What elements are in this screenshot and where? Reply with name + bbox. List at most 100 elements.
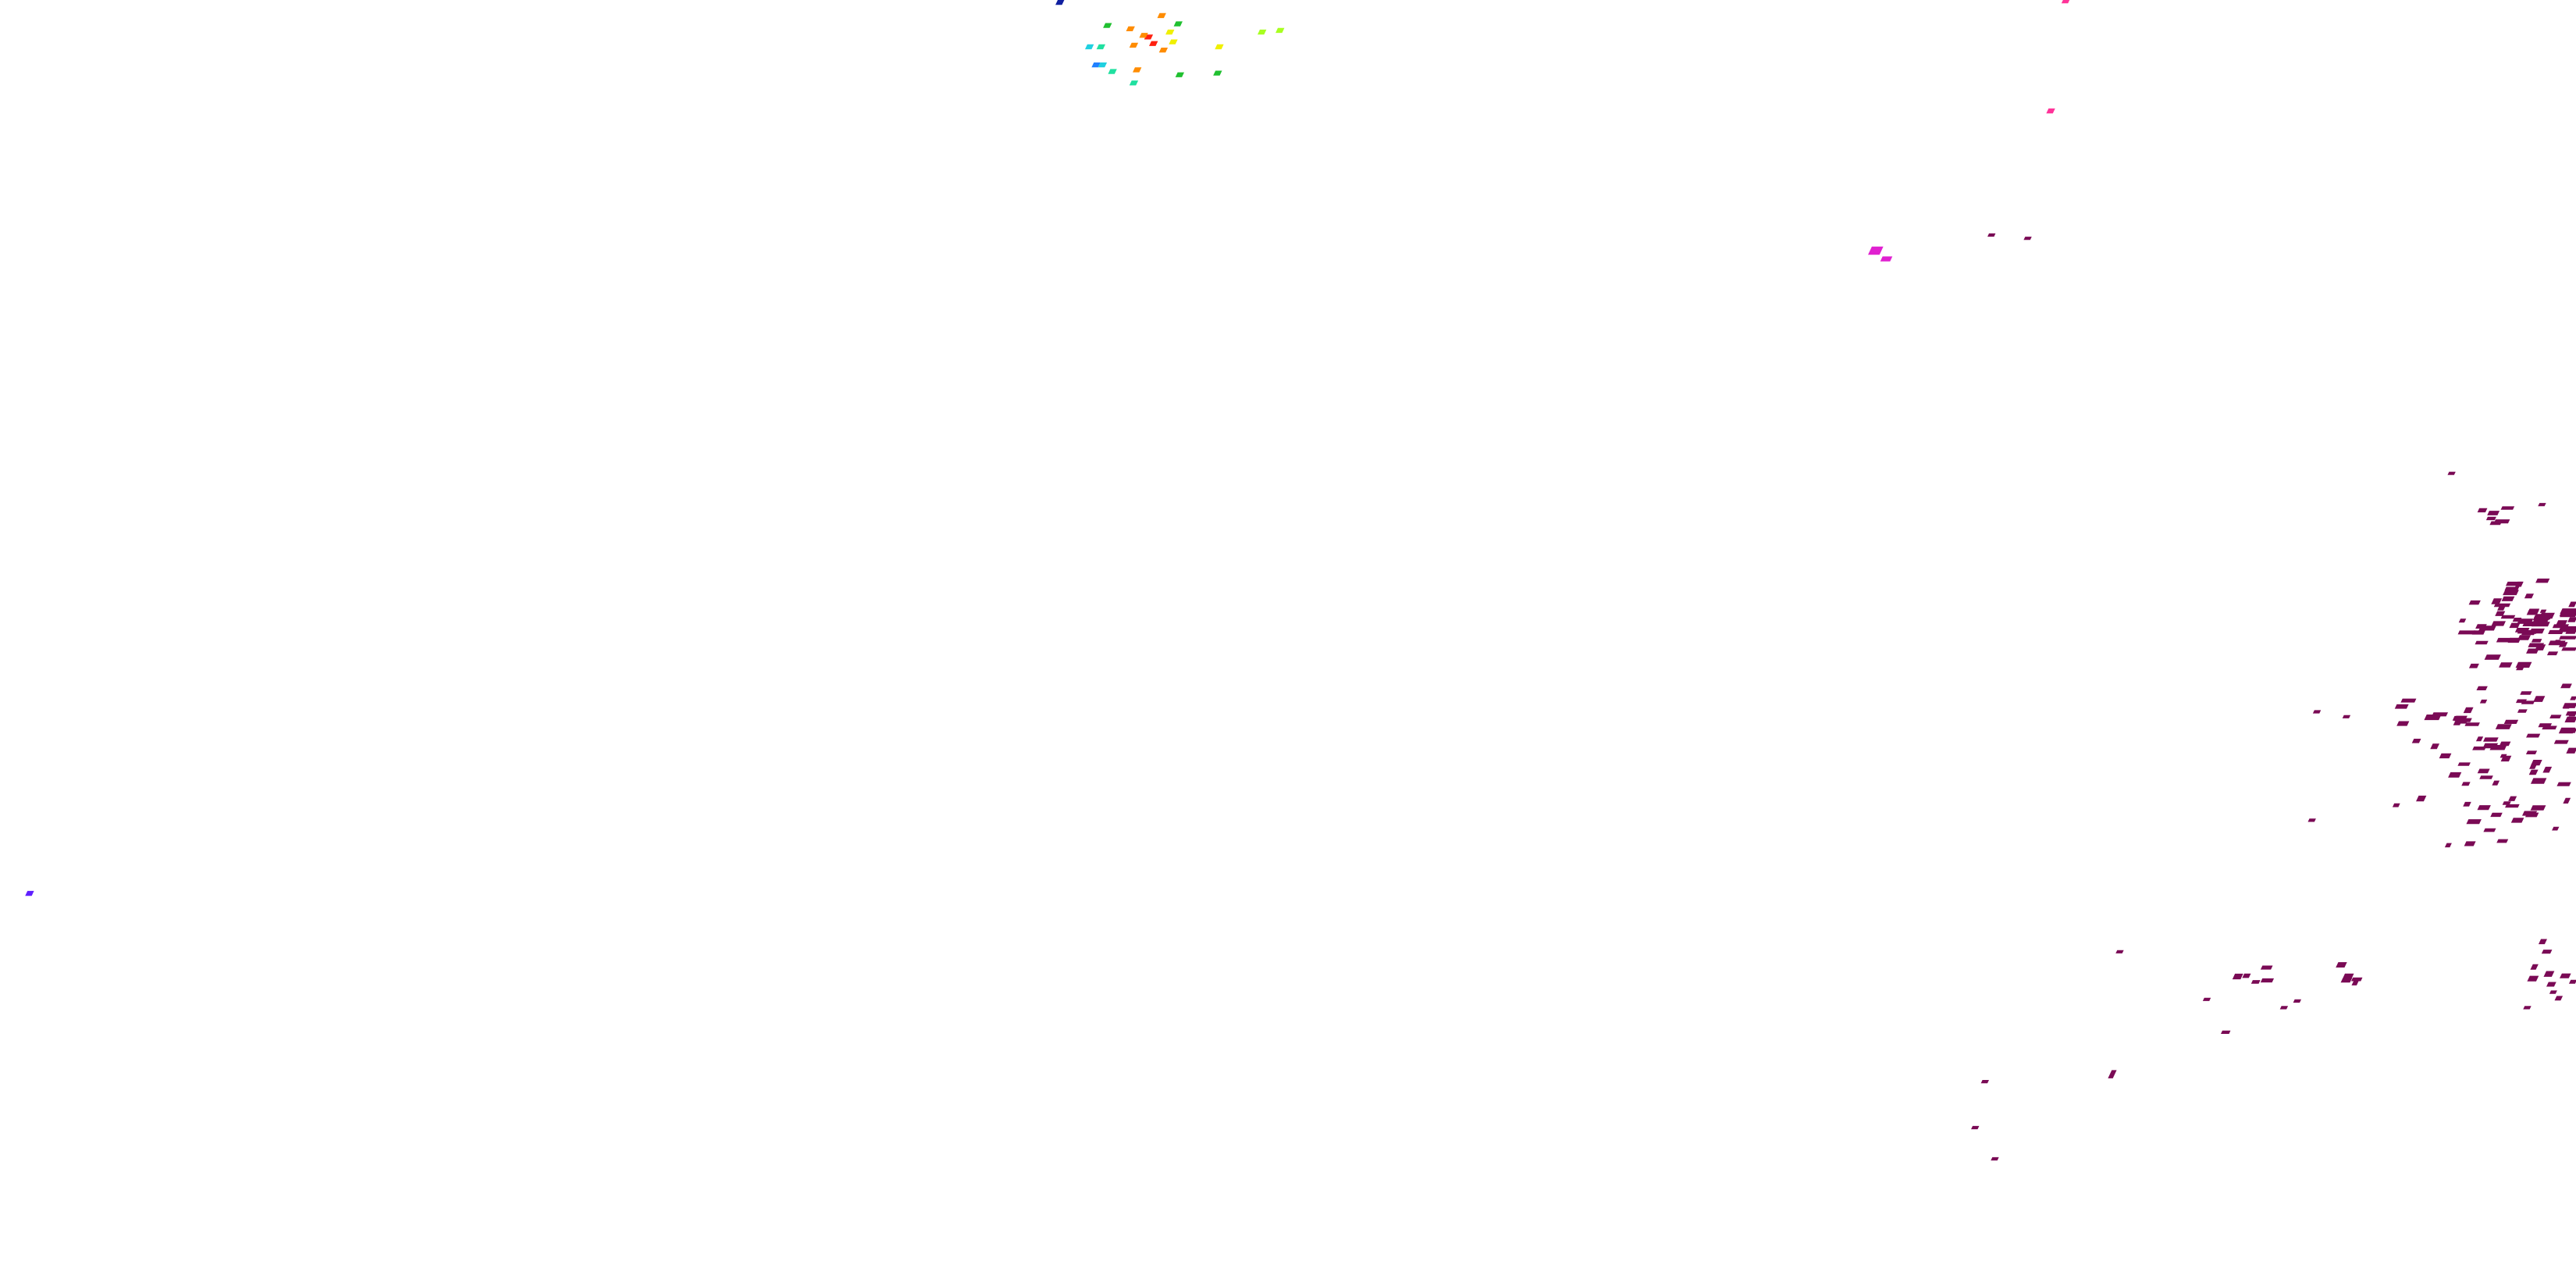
pink-speck xyxy=(2061,0,2070,4)
cluster-speck xyxy=(2491,621,2506,626)
cluster-speck xyxy=(2493,519,2510,524)
cluster-speck xyxy=(2549,715,2562,719)
cluster-speck xyxy=(2560,626,2576,631)
cluster-speck xyxy=(2530,964,2539,970)
cluster-speck xyxy=(2503,590,2519,596)
cluster-speck xyxy=(2560,973,2571,978)
colorful-speck xyxy=(1165,29,1175,35)
cluster-speck xyxy=(2552,826,2560,831)
cluster-speck xyxy=(2564,716,2576,723)
cluster-speck xyxy=(2457,630,2476,635)
cluster-speck xyxy=(2392,803,2400,807)
cluster-speck xyxy=(2567,617,2576,622)
cluster-speck xyxy=(2570,696,2576,700)
colorful-speck xyxy=(1257,29,1267,35)
cluster-speck xyxy=(2538,503,2546,507)
cluster-speck xyxy=(2350,977,2363,982)
cluster-speck xyxy=(2232,973,2243,980)
cluster-speck xyxy=(2491,598,2503,604)
cluster-speck xyxy=(2242,973,2251,978)
magenta-speck xyxy=(1880,256,1893,262)
cluster-speck xyxy=(2458,618,2467,623)
cluster-speck xyxy=(2505,804,2520,808)
cluster-speck xyxy=(2537,619,2548,625)
cluster-speck xyxy=(2521,700,2535,704)
cluster-speck xyxy=(2477,805,2491,811)
cluster-speck xyxy=(2411,739,2421,743)
cluster-speck xyxy=(2394,704,2409,709)
cluster-speck xyxy=(2535,644,2546,650)
cluster-speck xyxy=(2483,737,2499,742)
cluster-speck xyxy=(1971,1125,1980,1130)
cluster-speck xyxy=(2452,715,2464,721)
cluster-speck xyxy=(2500,615,2516,619)
colorful-speck xyxy=(1108,69,1117,74)
cluster-speck xyxy=(2250,980,2261,984)
cluster-speck xyxy=(2483,828,2496,832)
colorful-speck xyxy=(1126,26,1135,32)
cluster-speck xyxy=(2477,508,2488,513)
cluster-speck xyxy=(2566,747,2576,754)
cluster-speck xyxy=(2538,939,2547,945)
cluster-speck xyxy=(2476,686,2488,691)
cluster-speck xyxy=(2477,768,2490,774)
colorful-speck xyxy=(1169,39,1178,45)
cluster-speck xyxy=(2531,639,2542,643)
cluster-speck xyxy=(2520,691,2532,695)
cluster-speck xyxy=(2556,782,2571,786)
colorful-speck xyxy=(1175,72,1185,77)
cluster-speck xyxy=(2517,709,2528,713)
cluster-speck xyxy=(2463,707,2474,714)
cluster-speck xyxy=(2340,978,2353,983)
cluster-speck xyxy=(2559,636,2576,640)
cluster-speck xyxy=(2471,630,2485,635)
cluster-speck xyxy=(1987,233,1996,237)
cluster-speck xyxy=(2307,818,2316,822)
colorful-speck xyxy=(1091,62,1101,68)
cluster-speck xyxy=(2475,624,2487,629)
cluster-speck xyxy=(2523,1006,2532,1010)
colorful-speck xyxy=(1084,44,1094,50)
cluster-speck xyxy=(2279,1006,2289,1010)
cluster-speck xyxy=(2535,578,2550,583)
colorful-speck xyxy=(1133,67,1142,73)
cluster-speck xyxy=(2312,710,2322,714)
cluster-speck xyxy=(2507,637,2521,643)
cluster-speck xyxy=(2543,971,2555,977)
cluster-speck xyxy=(2475,736,2484,742)
cluster-speck xyxy=(2430,743,2440,750)
colorful-speck xyxy=(1149,41,1158,46)
cluster-speck xyxy=(1991,1156,1999,1161)
cluster-speck xyxy=(2542,766,2553,773)
cluster-speck xyxy=(2115,950,2124,953)
cluster-speck xyxy=(2528,769,2539,775)
colorful-speck xyxy=(1096,44,1106,50)
cluster-speck xyxy=(2472,747,2487,750)
colorful-speck xyxy=(1213,70,1222,76)
cluster-speck xyxy=(2108,1070,2117,1078)
colorful-speck xyxy=(1129,80,1139,86)
cluster-speck xyxy=(2561,647,2576,651)
colorful-speck xyxy=(1139,33,1148,38)
cluster-speck xyxy=(2293,999,2302,1003)
cluster-speck xyxy=(2444,843,2452,848)
cluster-speck xyxy=(2416,795,2427,802)
cluster-speck xyxy=(2490,812,2503,818)
cluster-speck xyxy=(2499,741,2511,747)
cluster-speck xyxy=(2260,978,2275,983)
cluster-speck xyxy=(2531,760,2542,766)
cluster-speck xyxy=(2453,720,2463,725)
cluster-speck xyxy=(2400,698,2417,703)
cluster-speck xyxy=(2466,819,2482,825)
cluster-speck xyxy=(2510,818,2524,823)
cluster-speck xyxy=(2524,593,2535,599)
cluster-speck xyxy=(2500,755,2512,762)
cluster-speck xyxy=(2532,615,2551,621)
cluster-speck xyxy=(2546,982,2556,987)
colorful-speck xyxy=(1098,62,1108,68)
cluster-speck xyxy=(2541,950,2553,954)
cluster-speck xyxy=(2517,618,2534,624)
cluster-speck xyxy=(2517,635,2532,640)
cluster-speck xyxy=(2464,841,2476,846)
